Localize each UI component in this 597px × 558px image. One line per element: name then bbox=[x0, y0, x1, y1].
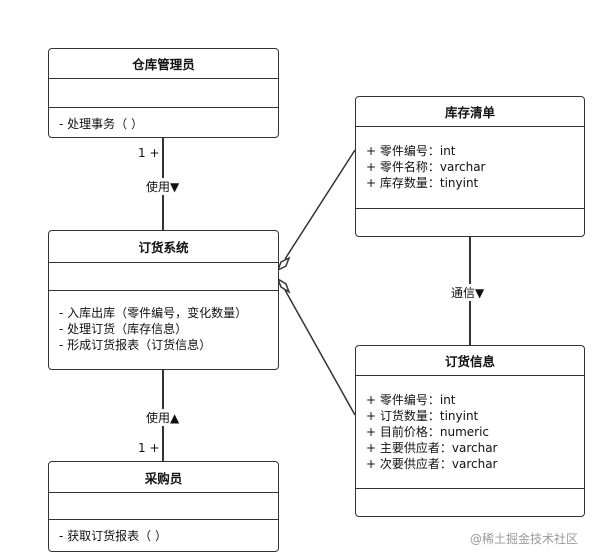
attributes-compartment: + 零件编号：int + 零件名称：varchar + 库存数量：tinyint bbox=[356, 127, 584, 209]
class-name: 库存清单 bbox=[356, 97, 584, 127]
operation: - 入库出库（零件编号，变化数量） bbox=[59, 306, 248, 320]
attribute: + 库存数量：tinyint bbox=[366, 176, 479, 190]
attributes-compartment bbox=[49, 493, 278, 520]
relation-label: 使用▲ bbox=[145, 409, 181, 426]
attributes-compartment bbox=[49, 263, 278, 291]
class-order-system: 订货系统 - 入库出库（零件编号，变化数量） - 处理订货（库存信息） - 形成… bbox=[48, 230, 279, 370]
attribute: + 零件编号：int bbox=[366, 144, 456, 158]
class-name: 采购员 bbox=[49, 462, 278, 493]
class-name: 仓库管理员 bbox=[49, 49, 278, 79]
aggregation-diamond-bottom bbox=[276, 277, 291, 294]
attribute: + 订货数量：tinyint bbox=[366, 409, 479, 423]
class-name: 订货系统 bbox=[49, 231, 278, 263]
relation-label: 通信▼ bbox=[450, 284, 486, 301]
operations-compartment bbox=[356, 489, 584, 497]
system-inventory-aggregation-line bbox=[284, 149, 356, 260]
operations-compartment bbox=[356, 209, 584, 217]
operations-compartment: - 处理事务（ ） bbox=[49, 108, 278, 132]
class-inventory-list: 库存清单 + 零件编号：int + 零件名称：varchar + 库存数量：ti… bbox=[355, 96, 585, 237]
attributes-compartment: + 零件编号：int + 订货数量：tinyint + 目前价格：numeric… bbox=[356, 376, 584, 489]
multiplicity-label: 1 + bbox=[138, 146, 160, 160]
watermark: @稀土掘金技术社区 bbox=[470, 532, 579, 546]
attribute: + 次要供应者：varchar bbox=[366, 457, 498, 471]
class-order-info: 订货信息 + 零件编号：int + 订货数量：tinyint + 目前价格：nu… bbox=[355, 345, 585, 517]
aggregation-diamond-top bbox=[276, 256, 291, 272]
relation-label: 使用▼ bbox=[145, 178, 181, 195]
attribute: + 主要供应者：varchar bbox=[366, 441, 498, 455]
operation: - 形成订货报表（订货信息） bbox=[59, 338, 212, 352]
class-warehouse-admin: 仓库管理员 - 处理事务（ ） bbox=[48, 48, 279, 138]
attribute: + 目前价格：numeric bbox=[366, 425, 490, 439]
attribute: + 零件编号：int bbox=[366, 393, 456, 407]
attribute: + 零件名称：varchar bbox=[366, 160, 486, 174]
class-buyer: 采购员 - 获取订货报表（ ） bbox=[48, 461, 279, 552]
class-name: 订货信息 bbox=[356, 346, 584, 376]
multiplicity-label: 1 + bbox=[138, 441, 160, 455]
operations-compartment: - 入库出库（零件编号，变化数量） - 处理订货（库存信息） - 形成订货报表（… bbox=[49, 291, 278, 353]
operation: - 处理订货（库存信息） bbox=[59, 322, 188, 336]
system-order-aggregation-line bbox=[284, 289, 356, 416]
attributes-compartment bbox=[49, 79, 278, 108]
operations-compartment: - 获取订货报表（ ） bbox=[49, 520, 278, 544]
operation: - 处理事务（ ） bbox=[59, 117, 143, 131]
operation: - 获取订货报表（ ） bbox=[59, 529, 167, 543]
